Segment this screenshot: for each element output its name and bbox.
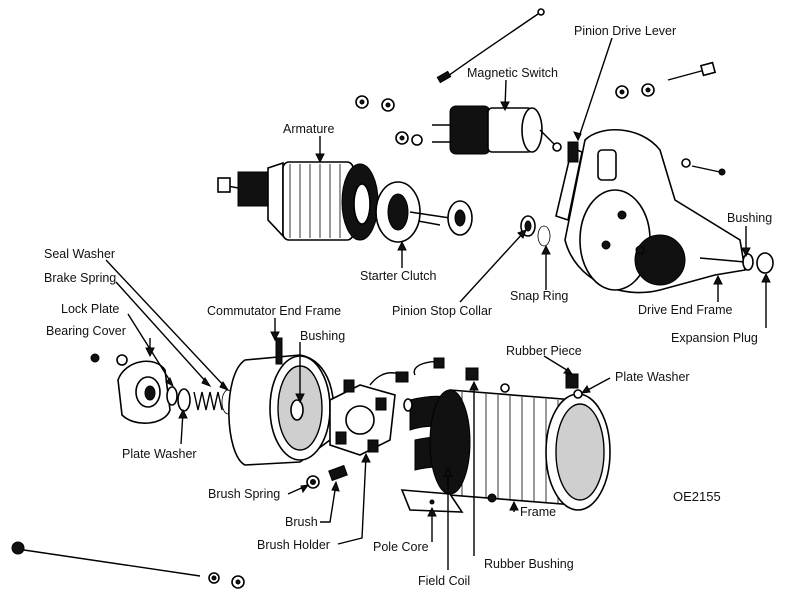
- drive-bushing: [742, 253, 754, 271]
- label-commutator-end-frame: Commutator End Frame: [207, 304, 341, 318]
- figure-code: OE2155: [673, 489, 721, 504]
- pinion-drive-lever: [555, 141, 583, 222]
- label-brush: Brush: [285, 515, 318, 529]
- drive-end-frame: [564, 129, 746, 294]
- brake-spring: [193, 391, 223, 411]
- label-rubber-piece: Rubber Piece: [506, 344, 582, 358]
- armature: [217, 161, 441, 241]
- label-snap-ring: Snap Ring: [510, 289, 568, 303]
- label-brake-spring: Brake Spring: [44, 271, 116, 285]
- left-bolt: [90, 353, 128, 366]
- starter-clutch: [375, 181, 473, 243]
- bearing-cover: [117, 360, 171, 425]
- snap-ring: [537, 225, 551, 247]
- label-lock-plate: Lock Plate: [61, 302, 119, 316]
- label-brush-holder: Brush Holder: [257, 538, 330, 552]
- lead-wire: [436, 8, 545, 84]
- label-pole-core: Pole Core: [373, 540, 429, 554]
- label-plate-washer-left: Plate Washer: [122, 447, 197, 461]
- label-expansion-plug: Expansion Plug: [671, 331, 758, 345]
- brush-holder: [329, 371, 409, 456]
- magnetic-switch: [432, 105, 562, 155]
- frame: [429, 383, 611, 511]
- label-armature: Armature: [283, 122, 334, 136]
- plate-washer: [177, 388, 191, 412]
- switch-nuts: [355, 95, 423, 146]
- label-brush-spring: Brush Spring: [208, 487, 280, 501]
- label-rubber-bushing: Rubber Bushing: [484, 557, 574, 571]
- expansion-plug: [756, 252, 774, 274]
- label-seal-washer: Seal Washer: [44, 247, 115, 261]
- label-magnetic-switch: Magnetic Switch: [467, 66, 558, 80]
- label-bushing-drive: Bushing: [727, 211, 772, 225]
- label-plate-washer-right: Plate Washer: [615, 370, 690, 384]
- labels: Pinion Drive Lever Magnetic Switch Armat…: [44, 24, 772, 588]
- label-starter-clutch: Starter Clutch: [360, 269, 436, 283]
- brush-spring: [306, 475, 320, 489]
- through-bolt: [11, 541, 245, 589]
- leader-lines: [105, 37, 771, 570]
- label-drive-end-frame: Drive End Frame: [638, 303, 733, 317]
- right-small-bolt: [681, 158, 726, 176]
- top-right-bolt: [615, 61, 717, 99]
- pole-core: [400, 489, 464, 513]
- label-bushing-comm: Bushing: [300, 329, 345, 343]
- rubber-piece: [565, 373, 583, 399]
- rubber-bushing: [465, 367, 479, 381]
- brush: [328, 464, 348, 482]
- label-frame: Frame: [520, 505, 556, 519]
- label-bearing-cover: Bearing Cover: [46, 324, 126, 338]
- label-pinion-drive-lever: Pinion Drive Lever: [574, 24, 676, 38]
- commutator-end-frame: [228, 337, 335, 466]
- label-pinion-stop-collar: Pinion Stop Collar: [392, 304, 492, 318]
- lock-plate: [166, 386, 178, 406]
- label-field-coil: Field Coil: [418, 574, 470, 588]
